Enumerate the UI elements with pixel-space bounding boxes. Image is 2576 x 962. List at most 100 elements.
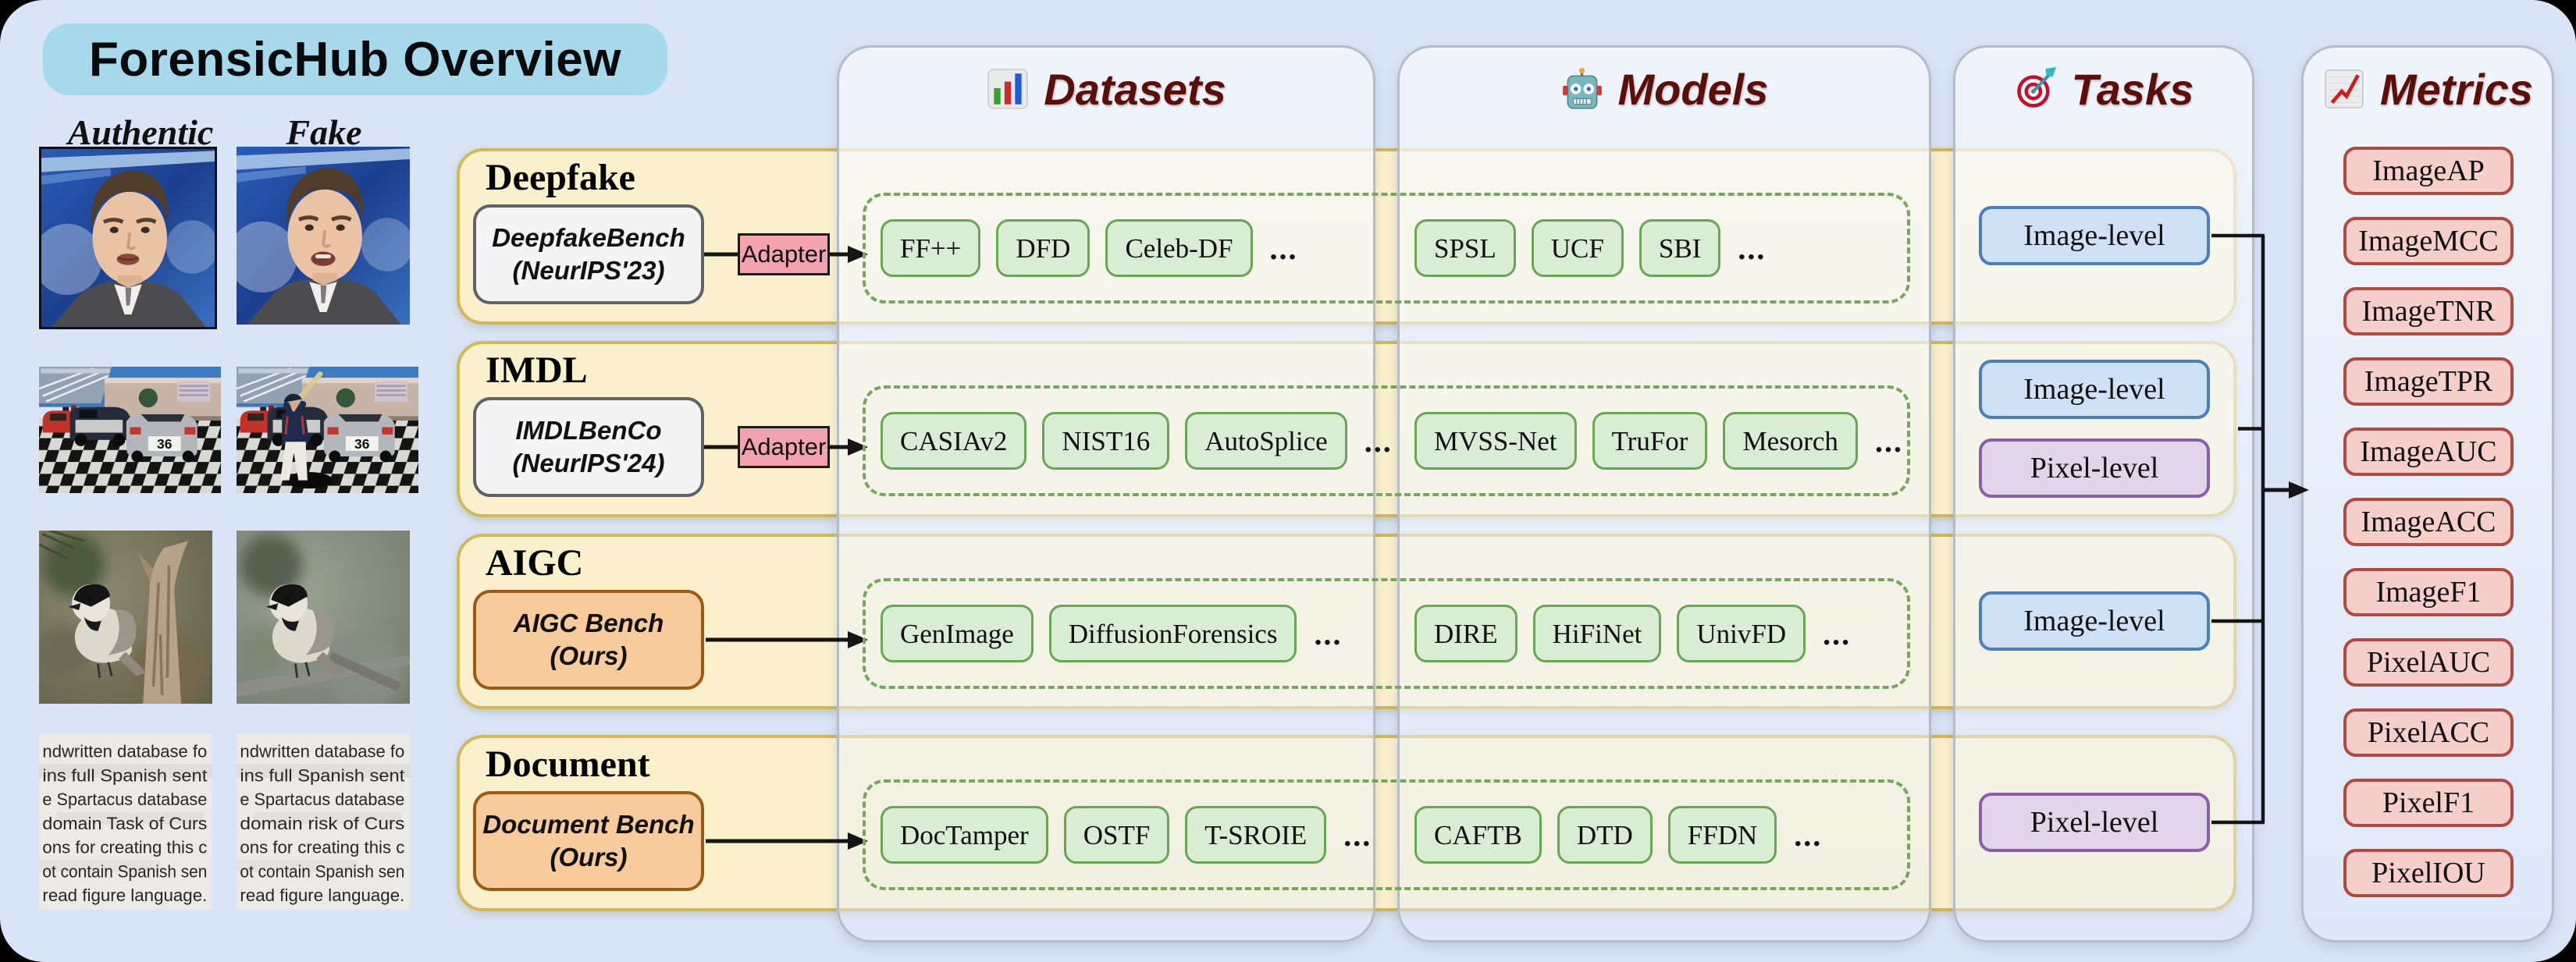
metric-chip-imagef1: ImageF1 bbox=[2343, 568, 2514, 616]
model-chip-spsl: SPSL bbox=[1414, 219, 1516, 277]
photo-document-authentic: ndwritten database fo ins full Spanish se… bbox=[39, 733, 212, 910]
dataset-chip-t-sroie: T-SROIE bbox=[1185, 806, 1327, 864]
dataset-chip-celeb-df: Celeb-DF bbox=[1105, 219, 1253, 277]
dataset-chip-casiav2: CASIAv2 bbox=[881, 412, 1027, 470]
bench-box-imdl: IMDLBenCo (NeurIPS'24) bbox=[473, 397, 704, 497]
model-chip-trufor: TruFor bbox=[1592, 412, 1708, 470]
model-chip-sbi: SBI bbox=[1638, 219, 1721, 277]
chart-up-icon bbox=[2322, 67, 2366, 111]
datasets-ellipsis: ... bbox=[1364, 423, 1393, 459]
metric-chip-imageauc: ImageAUC bbox=[2343, 428, 2514, 476]
tasks-header-label: Tasks bbox=[2071, 64, 2194, 114]
model-chip-dtd: DTD bbox=[1557, 806, 1653, 864]
bench-line2: (NeurIPS'23) bbox=[512, 256, 665, 285]
models-header-label: Models bbox=[1617, 64, 1769, 114]
task-box-image-level-imdl: Image-level bbox=[1979, 360, 2210, 419]
metrics-header-label: Metrics bbox=[2379, 64, 2534, 114]
row-title-aigc: AIGC bbox=[486, 542, 584, 584]
bench-line1: AIGC Bench bbox=[513, 608, 664, 637]
dataset-chip-dfd: DFD bbox=[996, 219, 1091, 277]
row-title-imdl: IMDL bbox=[486, 350, 588, 391]
datasets-group-imdl: CASIAv2 NIST16 AutoSplice... bbox=[881, 385, 1393, 496]
bar-chart-icon bbox=[986, 67, 1030, 111]
svg-text:ot contain Spanish sen: ot contain Spanish sen bbox=[42, 861, 207, 881]
metric-chip-pixelf1: PixelF1 bbox=[2343, 779, 2514, 827]
svg-text:e Spartacus database: e Spartacus database bbox=[240, 790, 404, 809]
models-group-imdl: MVSS-Net TruFor Mesorch... bbox=[1414, 385, 1903, 496]
svg-text:domain Task of Curs: domain Task of Curs bbox=[42, 814, 207, 833]
dataset-chip-ff-: FF++ bbox=[881, 219, 981, 277]
bench-box-aigc: AIGC Bench (Ours) bbox=[473, 590, 704, 690]
svg-text:ins full Spanish sent: ins full Spanish sent bbox=[240, 766, 404, 786]
adapter-box-imdl: Adapter bbox=[738, 426, 830, 468]
dataset-chip-doctamper: DocTamper bbox=[881, 806, 1048, 864]
bench-box-deepfake: DeepfakeBench (NeurIPS'23) bbox=[473, 204, 704, 304]
dataset-chip-autosplice: AutoSplice bbox=[1185, 412, 1347, 470]
task-box-pixel-level-imdl: Pixel-level bbox=[1979, 438, 2210, 498]
robot-icon bbox=[1560, 67, 1604, 111]
authentic-column-label: Authentic bbox=[67, 112, 214, 152]
target-icon bbox=[2014, 67, 2058, 111]
dataset-chip-ostf: OSTF bbox=[1063, 806, 1170, 864]
datasets-header-label: Datasets bbox=[1044, 64, 1226, 114]
photo-imdl-authentic: 36 bbox=[39, 367, 221, 493]
bench-line2: (Ours) bbox=[550, 641, 628, 670]
model-chip-caftb: CAFTB bbox=[1414, 806, 1542, 864]
models-ellipsis: ... bbox=[1874, 423, 1903, 459]
dataset-chip-genimage: GenImage bbox=[881, 605, 1034, 662]
models-ellipsis: ... bbox=[1823, 616, 1852, 651]
models-group-aigc: DIRE HiFiNet UnivFD... bbox=[1414, 578, 1851, 689]
photo-deepfake-authentic bbox=[39, 147, 217, 329]
svg-text:36: 36 bbox=[157, 436, 173, 452]
task-box-image-level-aigc: Image-level bbox=[1979, 591, 2210, 651]
fake-column-label: Fake bbox=[286, 112, 362, 152]
dataset-chip-nist16: NIST16 bbox=[1042, 412, 1170, 470]
photo-document-fake: ndwritten database fo ins full Spanish se… bbox=[237, 733, 410, 910]
row-title-deepfake: Deepfake bbox=[486, 157, 635, 198]
model-chip-mesorch: Mesorch bbox=[1723, 412, 1858, 470]
bench-line2: (NeurIPS'24) bbox=[512, 449, 665, 477]
model-chip-ucf: UCF bbox=[1531, 219, 1624, 277]
metric-chip-pixeliou: PixelIOU bbox=[2343, 849, 2514, 897]
bench-box-document: Document Bench (Ours) bbox=[473, 791, 704, 891]
metric-chip-imageacc: ImageACC bbox=[2343, 498, 2514, 546]
svg-text:read figure language.: read figure language. bbox=[42, 886, 207, 905]
models-ellipsis: ... bbox=[1738, 230, 1767, 266]
bench-line1: Document Bench bbox=[482, 809, 695, 839]
datasets-ellipsis: ... bbox=[1314, 616, 1343, 651]
model-chip-hifinet: HiFiNet bbox=[1532, 605, 1662, 662]
metric-chip-imagetpr: ImageTPR bbox=[2343, 357, 2514, 406]
models-ellipsis: ... bbox=[1794, 817, 1823, 853]
photo-aigc-fake bbox=[237, 531, 410, 704]
adapter-box-deepfake: Adapter bbox=[738, 233, 830, 275]
dataset-chip-diffusionforensics: DiffusionForensics bbox=[1048, 605, 1297, 662]
photo-imdl-fake: 36 bbox=[237, 367, 418, 493]
svg-text:36: 36 bbox=[354, 436, 370, 452]
datasets-header: Datasets bbox=[837, 51, 1375, 126]
page-title: ForensicHub Overview bbox=[43, 23, 667, 95]
svg-text:ins full Spanish sent: ins full Spanish sent bbox=[42, 766, 207, 786]
bench-line2: (Ours) bbox=[550, 843, 628, 871]
datasets-ellipsis: ... bbox=[1343, 817, 1372, 853]
svg-text:ons for creating this c: ons for creating this c bbox=[42, 838, 207, 857]
svg-text:read figure language.: read figure language. bbox=[240, 886, 404, 905]
svg-text:e Spartacus database: e Spartacus database bbox=[42, 790, 207, 809]
photo-deepfake-fake bbox=[237, 147, 410, 325]
bench-line1: DeepfakeBench bbox=[492, 222, 685, 252]
task-box-image-level-deepfake: Image-level bbox=[1979, 206, 2210, 265]
svg-text:ndwritten database fo: ndwritten database fo bbox=[42, 742, 207, 761]
model-chip-mvss-net: MVSS-Net bbox=[1414, 412, 1577, 470]
metrics-header: Metrics bbox=[2301, 51, 2554, 126]
metric-chip-pixelacc: PixelACC bbox=[2343, 708, 2514, 757]
svg-text:ndwritten database fo: ndwritten database fo bbox=[240, 742, 404, 761]
svg-text:domain risk of Curs: domain risk of Curs bbox=[240, 814, 404, 833]
bench-line1: IMDLBenCo bbox=[515, 415, 662, 445]
model-chip-univfd: UnivFD bbox=[1677, 605, 1806, 662]
metric-chip-pixelauc: PixelAUC bbox=[2343, 638, 2514, 687]
model-chip-dire: DIRE bbox=[1414, 605, 1517, 662]
model-chip-ffdn: FFDN bbox=[1667, 806, 1777, 864]
